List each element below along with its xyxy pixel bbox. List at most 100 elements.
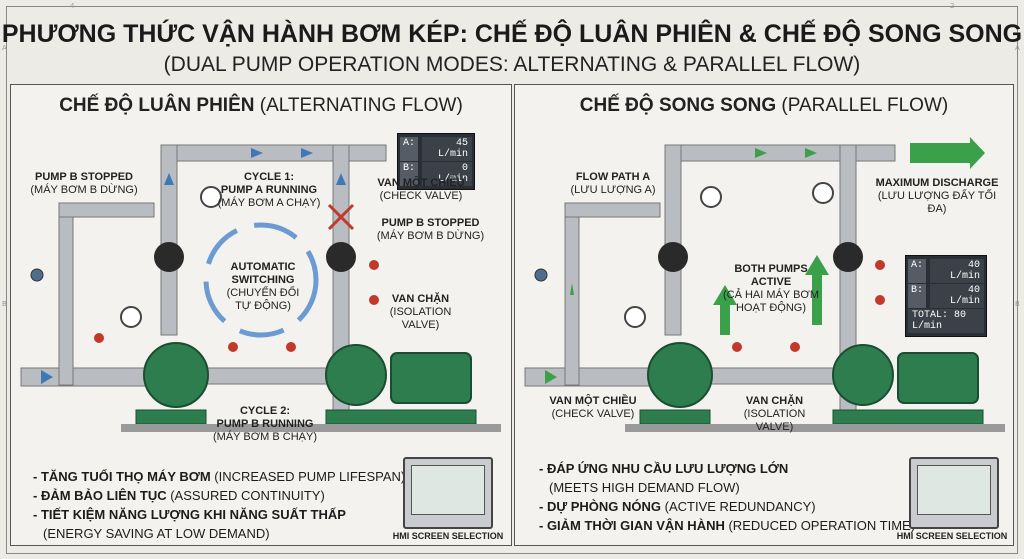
valve-handle-icon	[790, 342, 800, 352]
benefit-item: (MEETS HIGH DEMAND FLOW)	[549, 480, 740, 495]
pump-b	[832, 344, 894, 406]
pump-b-base	[325, 409, 477, 425]
label-isolation-valve: VAN CHẶN(ISOLATION VALVE)	[389, 293, 452, 331]
blocked-mark	[327, 203, 355, 231]
pump-a	[143, 342, 209, 408]
hmi-label: HMI SCREEN SELECTION	[896, 531, 1008, 541]
valve-handle-icon	[369, 295, 379, 305]
valve-handle-icon	[286, 342, 296, 352]
label-pump-b-stopped-right: PUMP B STOPPED(MÁY BƠM B DỪNG)	[376, 217, 485, 242]
hmi-display	[411, 465, 485, 515]
floor-slab	[625, 424, 1005, 432]
ruler-mark: 4	[70, 2, 75, 10]
parallel-title-bold: CHẾ ĐỘ SONG SONG	[579, 95, 777, 116]
benefit-item: - ĐẢM BẢO LIÊN TỤC (ASSURED CONTINUITY)	[33, 488, 325, 503]
benefit-item: - ĐÁP ỨNG NHU CẦU LƯU LƯỢNG LỚN	[539, 461, 789, 476]
alternating-title-bold: CHẾ ĐỘ LUÂN PHIÊN	[59, 95, 255, 116]
flow-arrow-icon	[336, 173, 346, 185]
flow-arrow-icon	[755, 148, 767, 158]
pump-b-base	[832, 409, 984, 425]
diagram-subtitle: (DUAL PUMP OPERATION MODES: ALTERNATING …	[163, 53, 861, 76]
pressure-gauge-icon	[200, 186, 222, 208]
ruler-mark: A	[1015, 44, 1020, 52]
bypass-top-pipe	[564, 202, 661, 218]
readout-b-value: 40 L/min	[930, 284, 984, 308]
valve-handle-icon	[875, 260, 885, 270]
label-maximum-discharge: MAXIMUM DISCHARGE(LƯU LƯỢNG ĐẨY TỐI ĐA)	[875, 177, 999, 215]
valve-handle-icon	[228, 342, 238, 352]
pump-b	[325, 344, 387, 406]
hmi-display	[917, 465, 991, 515]
both-active-arrow-icon	[805, 255, 829, 325]
benefit-item: - TĂNG TUỔI THỌ MÁY BƠM (INCREASED PUMP …	[33, 469, 406, 484]
bypass-pipe	[564, 209, 580, 386]
label-check-valve: VAN MỘT CHIỀU(CHECK VALVE)	[377, 177, 465, 202]
flow-arrow-icon	[301, 148, 313, 158]
switching-cycle-icon	[203, 222, 319, 338]
alternating-title-rest: (ALTERNATING FLOW)	[259, 95, 463, 116]
pump-a-base	[639, 409, 711, 425]
parallel-benefits: - ĐÁP ỨNG NHU CẦU LƯU LƯỢNG LỚN (MEETS H…	[539, 461, 915, 537]
flow-readout: A:40 L/min B:40 L/min TOTAL: 80 L/min	[905, 255, 987, 337]
readout-total: TOTAL: 80 L/min	[908, 309, 984, 333]
readout-a-value: 40 L/min	[930, 259, 984, 283]
parallel-panel: CHẾ ĐỘ SONG SONG (PARALLEL FLOW)	[514, 84, 1014, 546]
suction-pipe	[20, 367, 152, 387]
pump-a	[647, 342, 713, 408]
flow-arrow-icon	[570, 283, 574, 295]
both-active-arrow-icon	[713, 285, 737, 335]
bypass-top-pipe	[58, 202, 155, 218]
diagram-title: PHƯƠNG THỨC VẬN HÀNH BƠM KÉP: CHẾ ĐỘ LUÂ…	[1, 20, 1023, 48]
motor-b	[897, 352, 979, 404]
discharge-header	[160, 144, 387, 162]
valve-handle-icon	[732, 342, 742, 352]
alternating-piping-diagram	[20, 144, 501, 432]
pump-a-base	[135, 409, 207, 425]
parallel-panel-title: CHẾ ĐỘ SONG SONG (PARALLEL FLOW)	[515, 95, 1013, 117]
valve-handle-icon	[369, 260, 379, 270]
hmi-label: HMI SCREEN SELECTION	[392, 531, 504, 541]
check-valve-a	[658, 242, 688, 272]
hmi-screen	[403, 457, 493, 529]
parallel-title-rest: (PARALLEL FLOW)	[781, 95, 949, 116]
drawing-frame	[6, 6, 1018, 554]
ruler-mark: 2	[950, 2, 955, 10]
label-flow-path-a: FLOW PATH A(LƯU LƯỢNG A)	[570, 171, 656, 196]
readout-b-key: B:	[908, 284, 927, 308]
check-valve-b	[326, 242, 356, 272]
pressure-gauge-icon	[700, 186, 722, 208]
discharge-header	[664, 144, 896, 162]
flow-arrow-icon	[251, 148, 263, 158]
readout-b-key: B:	[400, 162, 419, 186]
ruler-mark: B	[2, 300, 7, 308]
label-pump-b-stopped-left: PUMP B STOPPED(MÁY BƠM B DỪNG)	[30, 171, 138, 196]
ruler-mark: A	[2, 44, 7, 52]
benefit-item: (ENERGY SAVING AT LOW DEMAND)	[43, 526, 270, 541]
crossover-pipe	[694, 367, 846, 385]
ruler-mark: B	[1015, 300, 1020, 308]
riser-a	[160, 144, 178, 336]
valve-handle-icon	[94, 333, 104, 343]
readout-a-key: A:	[908, 259, 927, 283]
flow-arrow-icon	[41, 370, 53, 384]
flow-arrow-icon	[164, 173, 174, 185]
benefit-item: - TIẾT KIỆM NĂNG LƯỢNG KHI NĂNG SUẤT THẤ…	[33, 507, 346, 522]
parallel-piping-diagram	[524, 137, 1005, 432]
crossover-pipe	[190, 367, 342, 385]
pressure-gauge-icon	[812, 182, 834, 204]
riser-a	[664, 144, 682, 336]
alternating-panel: CHẾ ĐỘ LUÂN PHIÊN (ALTERNATING FLOW)	[10, 84, 512, 546]
readout-a-value: 45 L/min	[422, 137, 472, 161]
readout-b-value: 0 L/min	[422, 162, 472, 186]
benefit-item: - GIẢM THỜI GIAN VẬN HÀNH (REDUCED OPERA…	[539, 518, 916, 533]
suction-pipe	[524, 367, 656, 387]
pressure-gauge-icon	[624, 306, 646, 328]
pressure-gauge-icon	[120, 306, 142, 328]
flow-readout: A:45 L/min B:0 L/min	[397, 133, 475, 190]
sensor-icon	[534, 268, 548, 282]
alternating-panel-title: CHẾ ĐỘ LUÂN PHIÊN (ALTERNATING FLOW)	[11, 95, 511, 117]
label-cycle-1: CYCLE 1:PUMP A RUNNING(MÁY BƠM A CHẠY)	[217, 171, 321, 209]
readout-a-key: A:	[400, 137, 419, 161]
hmi-screen	[909, 457, 999, 529]
